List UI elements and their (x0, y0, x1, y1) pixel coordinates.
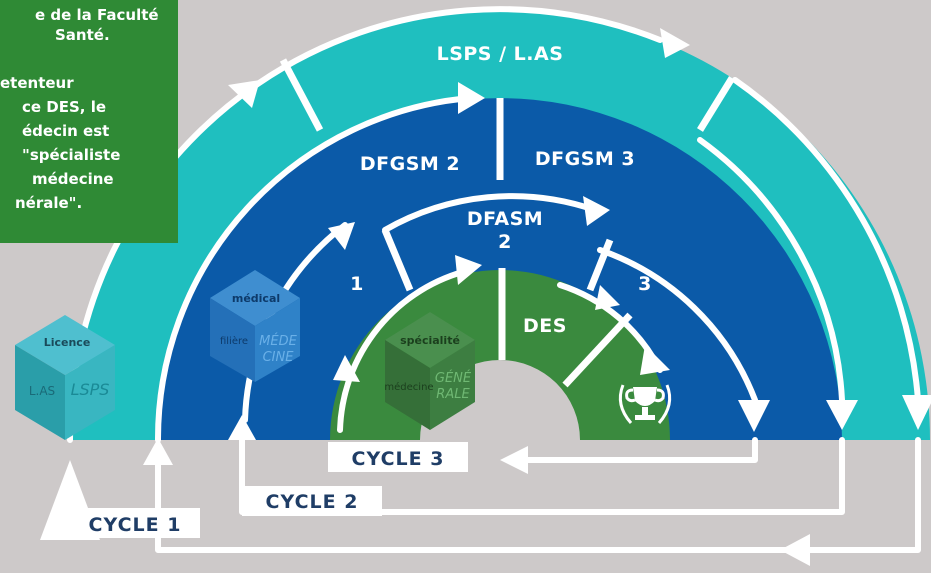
arrow-icon (640, 345, 670, 375)
ring-divider-outer-right (697, 76, 735, 132)
cycle2-label: CYCLE 2 (266, 491, 359, 513)
cycle3-label: CYCLE 3 (352, 448, 445, 470)
note-line-8: médecine (32, 170, 114, 188)
arrow-icon (455, 255, 482, 285)
licence-cube-left: L.AS (29, 384, 55, 398)
arrow-middle-ring (154, 95, 473, 443)
note-box (0, 0, 178, 243)
arrow-icon (328, 222, 355, 250)
arrow-icon (583, 196, 610, 226)
note-line-4: etenteur (0, 74, 74, 92)
dfasm-year1-label: 1 (350, 273, 364, 295)
arrow-inner-ring (337, 267, 473, 433)
dfgsm2-label: DFGSM 2 (360, 153, 460, 175)
outer-ring-label: LSPS / L.AS (437, 43, 564, 65)
arrow-dfasm-top (382, 193, 598, 233)
note-line-5: ce DES, le (22, 98, 106, 116)
ring-divider-dfasm-right (586, 238, 614, 292)
specialite-cube-right-1: GÉNÉ (435, 370, 472, 386)
note-line-2: Santé. (55, 26, 110, 44)
specialite-cube-left: médecine (384, 381, 433, 393)
arrow-dfasm-ring-end (597, 247, 758, 403)
dfgsm3-label: DFGSM 3 (535, 148, 635, 170)
ring-divider-outer-left (279, 58, 324, 132)
arrow-icon (902, 395, 931, 430)
des-label: DES (523, 315, 567, 337)
cycle2-return-line (239, 427, 845, 515)
arrow-icon (333, 355, 360, 382)
arrow-middle-ring-end (697, 137, 845, 403)
specialite-cube: spécialité médecine GÉNÉ RALE (384, 312, 475, 430)
arrow-icon (660, 28, 690, 58)
ring-divider-dfasm-left (381, 228, 414, 292)
note-line-7: "spécialiste (22, 146, 120, 164)
cycle2-box (242, 486, 382, 516)
note-line-9: nérale". (15, 194, 82, 212)
medical-cube: médical filière MÉDE CINE (210, 270, 300, 382)
arrow-icon (826, 400, 858, 430)
licence-cube: Licence L.AS LSPS (15, 315, 115, 440)
dfasm-year-label: 2 (498, 231, 512, 253)
specialite-cube-top: spécialité (400, 334, 460, 347)
note-line-6: édecin est (22, 122, 109, 140)
medical-cube-right-2: CINE (263, 350, 295, 365)
medical-cube-right-1: MÉDE (259, 333, 297, 349)
cycle3-return-line (517, 437, 758, 463)
arrow-icon (595, 285, 620, 310)
cycle3-box (328, 442, 468, 472)
arrow-outer-ring-end (732, 77, 921, 403)
note-line-1: e de la Faculté (35, 6, 159, 24)
medical-cube-top: médical (232, 292, 280, 305)
arrow-icon (780, 534, 810, 566)
cycle1-box (70, 508, 200, 538)
arrow-icon (458, 82, 485, 114)
licence-cube-right: LSPS (71, 380, 110, 399)
licence-cube-top: Licence (44, 336, 91, 349)
arrow-icon (228, 80, 260, 108)
dfasm-label: DFASM (467, 208, 543, 230)
specialite-cube-right-2: RALE (436, 387, 470, 402)
arrow-icon (738, 400, 770, 432)
cycle1-label: CYCLE 1 (89, 514, 182, 536)
outer-ring-lsps-las (70, 10, 930, 440)
ring-divider-inner-2 (562, 312, 633, 388)
cycle1-return-line (155, 437, 921, 553)
arrow-icon (143, 438, 173, 465)
arrow-icon (500, 446, 528, 474)
arrow-icon (228, 415, 256, 440)
dfasm-year3-label: 3 (638, 273, 652, 295)
trophy-icon (618, 384, 672, 424)
medical-cube-left: filière (220, 335, 248, 347)
